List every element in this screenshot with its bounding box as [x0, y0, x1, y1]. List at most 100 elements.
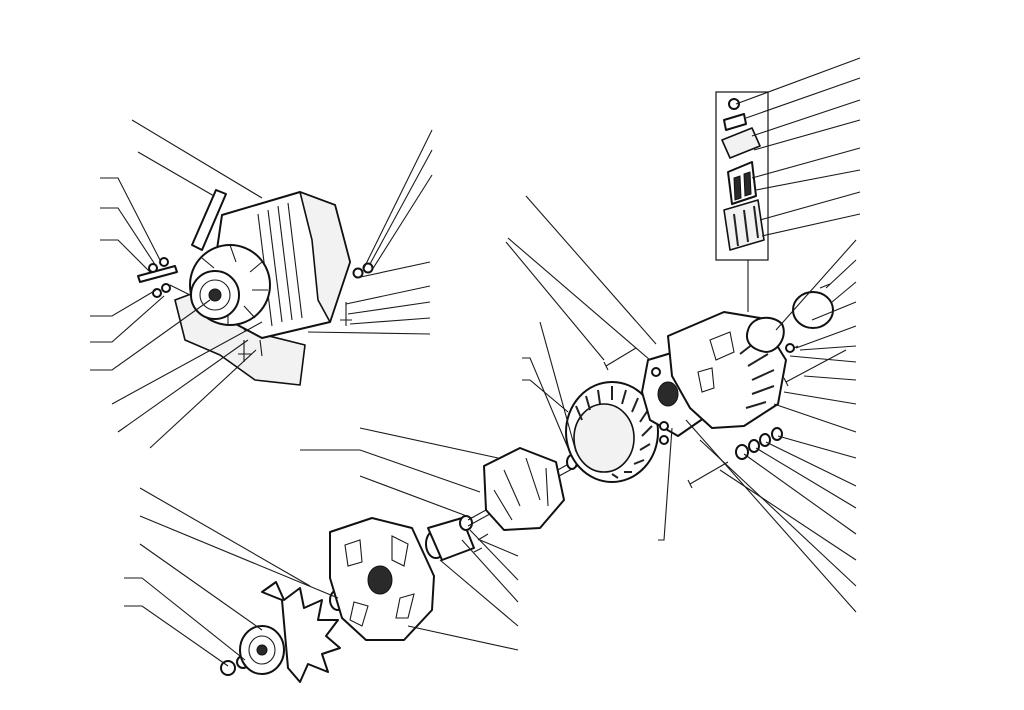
leader-line [349, 317, 431, 325]
pulley-groove [199, 279, 231, 311]
brush-holder-regulator-inset [715, 91, 769, 312]
alternator-rear-cover [299, 191, 351, 323]
leader-line [117, 339, 249, 433]
brush-set [727, 161, 757, 205]
leader-line [775, 239, 857, 331]
washer [148, 263, 158, 273]
leader-line [371, 174, 433, 271]
nut [161, 283, 171, 293]
exploded-alternator-parts [220, 283, 847, 683]
spring-washer [723, 113, 747, 131]
nut [159, 257, 169, 267]
rotor [483, 447, 565, 531]
leader-line [522, 379, 569, 413]
leader-line [137, 151, 215, 197]
stator-core [573, 403, 635, 473]
diode [659, 421, 669, 431]
rectifier-bore [657, 381, 679, 407]
leader-line [658, 427, 673, 541]
exploded-pulley-groove [248, 635, 276, 665]
leader-line [100, 177, 161, 261]
leader-line [735, 57, 861, 105]
leader-line [765, 441, 857, 487]
leader-line [300, 449, 481, 493]
leader-line [359, 475, 473, 519]
exploded-pulley-hub [256, 644, 268, 656]
leader-line [407, 625, 519, 651]
brushes [733, 171, 752, 201]
stator-windings [575, 386, 653, 479]
leader-line [359, 427, 499, 459]
leader-line [479, 539, 519, 557]
leader-line [111, 321, 263, 405]
terminal-washer [748, 439, 760, 453]
leader-line [799, 345, 857, 351]
insulator [659, 435, 669, 445]
leader-line [100, 207, 157, 267]
terminal-nut [735, 444, 749, 460]
leader-line [755, 169, 861, 191]
leader-line [124, 577, 246, 661]
nut [362, 262, 374, 274]
rear-cover-plate [792, 291, 834, 329]
long-bolt [783, 349, 847, 387]
leader-line [139, 515, 339, 599]
brush-holder-cover [721, 127, 761, 159]
lower-bolt [238, 339, 263, 362]
leader-line [743, 453, 857, 535]
leader-line [505, 241, 605, 361]
leader-line [522, 357, 569, 449]
leader-line [139, 487, 311, 587]
leader-line [100, 239, 151, 273]
leader-line [699, 439, 857, 587]
leader-line [347, 301, 431, 315]
leader-line [773, 403, 857, 433]
terminal-nut [771, 427, 783, 441]
leader-line [307, 331, 431, 335]
mounting-stud [687, 461, 729, 489]
leader-line [761, 213, 861, 237]
leader-line [461, 539, 519, 603]
leader-line [355, 261, 431, 279]
inset-frame [715, 91, 769, 261]
callout-leader-lines [90, 57, 861, 667]
brush-screw [728, 98, 740, 110]
nut [352, 267, 364, 279]
exploded-fan [261, 581, 341, 683]
adjusting-bracket [191, 189, 227, 251]
leader-line [795, 325, 857, 349]
leader-line [469, 529, 519, 581]
leader-line [90, 289, 157, 317]
diode [651, 367, 661, 377]
housing-windows [344, 535, 415, 627]
leader-line [369, 149, 433, 265]
rotor-claw-poles [493, 457, 549, 521]
leader-line [755, 447, 857, 509]
mounting-bolt [137, 265, 178, 283]
leader-line [507, 237, 651, 361]
terminal-washer [759, 433, 771, 447]
regulator-fins [733, 205, 759, 247]
washer [152, 288, 162, 298]
leader-line [825, 259, 857, 289]
mounted-alternator-assembly [137, 189, 374, 386]
spacer-ring [459, 515, 473, 531]
end-housing-openings [697, 331, 735, 393]
end-housing-ribs [739, 339, 775, 409]
leader-line [685, 419, 857, 613]
leader-line [777, 435, 857, 459]
leader-line [719, 469, 857, 561]
grommet [785, 343, 795, 353]
leader-line [811, 301, 857, 321]
leader-line [751, 99, 861, 137]
leader-line [149, 349, 257, 449]
pulley-nut [208, 288, 222, 302]
terminal-bolt [340, 302, 352, 326]
leader-line [831, 281, 857, 303]
brush-cover [746, 316, 785, 353]
leader-line [124, 605, 229, 667]
leader-line [745, 77, 861, 119]
leader-line [759, 191, 861, 221]
